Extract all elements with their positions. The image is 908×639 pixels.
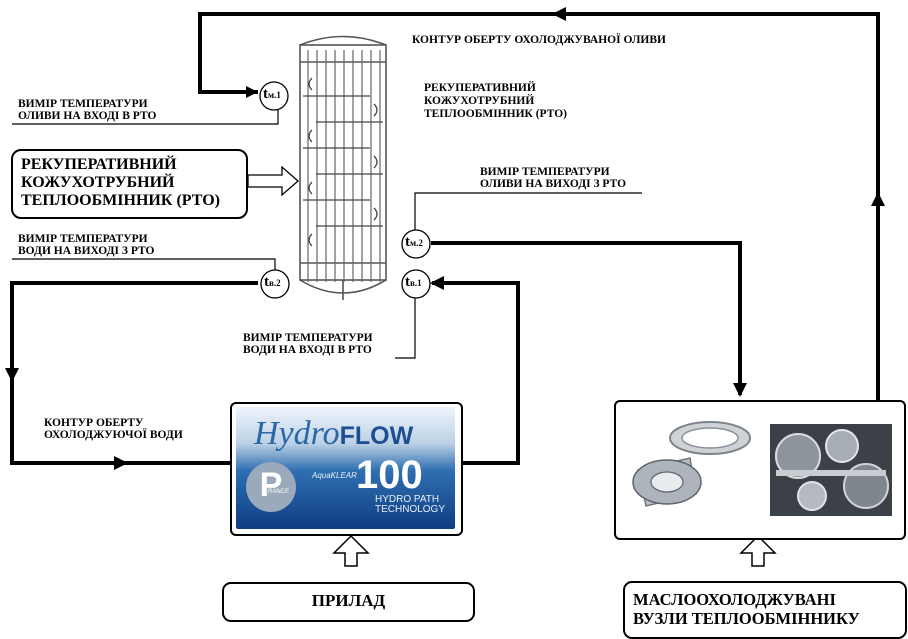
water-in-label: ВИМІР ТЕМПЕРАТУРИ ВОДИ НА ВХОДІ В РТО bbox=[243, 332, 373, 357]
oil-loop-lines bbox=[198, 12, 880, 402]
device-label-box: ПРИЛАД bbox=[222, 582, 475, 622]
hx-title-box-text: РЕКУПЕРАТИВНИЙ КОЖУХОТРУБНИЙ ТЕПЛООБМІНН… bbox=[21, 156, 220, 209]
heat-exchanger bbox=[299, 35, 387, 300]
sensor-tb1: tв.1 bbox=[405, 274, 422, 290]
hx-pointer-arrow bbox=[247, 165, 299, 197]
oil-out-label: ВИМІР ТЕМПЕРАТУРИ ОЛИВИ НА ВИХОДІ З РТО bbox=[480, 166, 627, 191]
oil-in-label: ВИМІР ТЕМПЕРАТУРИ ОЛИВИ НА ВХОДІ В РТО bbox=[18, 98, 157, 123]
device-panel: HydroFLOW P RANCE AquaKLEAR 100 HYDRO PA… bbox=[236, 407, 455, 529]
device-p-logo: P bbox=[246, 462, 296, 512]
units-label-box: МАСЛООХОЛОДЖУВАНІ ВУЗЛИ ТЕПЛООБМІННИКУ bbox=[623, 581, 907, 639]
hx-baffles bbox=[303, 77, 383, 247]
water-loop-arrows bbox=[5, 276, 444, 470]
oil-loop-label: КОНТУР ОБЕРТУ ОХОЛОДЖУВАНОЇ ОЛИВИ bbox=[412, 34, 666, 46]
units-up-arrow bbox=[739, 534, 777, 567]
water-out-label: ВИМІР ТЕМПЕРАТУРИ ВОДИ НА ВИХОДІ З РТО bbox=[18, 233, 155, 258]
units-frame bbox=[614, 400, 906, 540]
device-label: ПРИЛАД bbox=[311, 591, 386, 610]
sensor-tm2: tм.2 bbox=[405, 234, 423, 250]
oil-loop-arrows bbox=[246, 7, 885, 397]
hx-tubes bbox=[307, 50, 381, 282]
water-loop-label: КОНТУР ОБЕРТУ ОХОЛОДЖУЮЧОЇ ВОДИ bbox=[44, 417, 183, 442]
device-brand: HydroFLOW bbox=[254, 415, 414, 452]
units-label: МАСЛООХОЛОДЖУВАНІ ВУЗЛИ ТЕПЛООБМІННИКУ bbox=[633, 590, 860, 628]
device-line: AquaKLEAR bbox=[312, 471, 357, 480]
sensor-tb2: tв.2 bbox=[264, 274, 281, 290]
hx-title-box: РЕКУПЕРАТИВНИЙ КОЖУХОТРУБНИЙ ТЕПЛООБМІНН… bbox=[11, 149, 248, 219]
sensor-circles bbox=[259, 81, 431, 299]
hx-title-right: РЕКУПЕРАТИВНИЙ КОЖУХОТРУБНИЙ ТЕПЛООБМІНН… bbox=[424, 82, 568, 120]
device-up-arrow bbox=[332, 534, 370, 567]
device-p-caption: RANCE bbox=[268, 489, 290, 495]
sensor-tm1: tм.1 bbox=[263, 86, 281, 102]
device-model: 100 bbox=[356, 453, 423, 497]
